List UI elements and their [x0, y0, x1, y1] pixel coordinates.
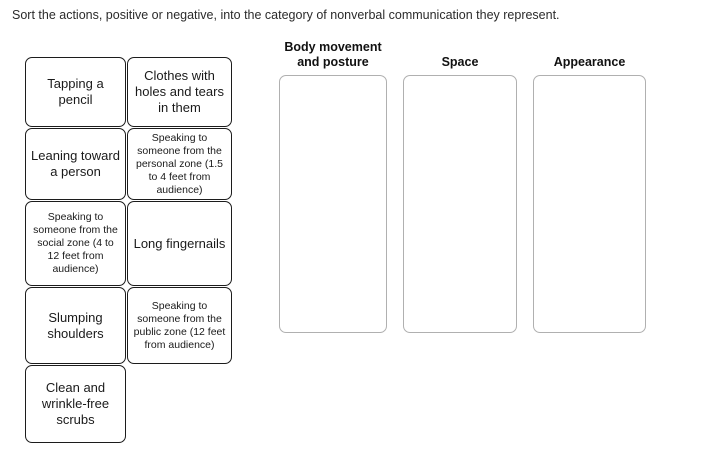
drop-zone-dropbox[interactable]	[403, 75, 517, 333]
draggable-card-label: Clothes with holes and tears in them	[135, 68, 224, 115]
draggable-card[interactable]: Speaking to someone from the social zone…	[25, 201, 126, 286]
draggable-card[interactable]: Long fingernails	[127, 201, 232, 286]
draggable-card[interactable]: Speaking to someone from the public zone…	[127, 287, 232, 364]
instruction-text: Sort the actions, positive or negative, …	[12, 8, 560, 22]
draggable-card[interactable]: Clothes with holes and tears in them	[127, 57, 232, 127]
draggable-card[interactable]: Leaning toward a person	[25, 128, 126, 200]
draggable-column-1: Tapping a pencil Leaning toward a person…	[25, 57, 126, 444]
draggable-card[interactable]: Speaking to someone from the personal zo…	[127, 128, 232, 200]
draggable-card-label: Speaking to someone from the social zone…	[33, 211, 118, 275]
drop-zone-title: Body movement and posture	[284, 40, 382, 69]
draggable-column-2: Clothes with holes and tears in them Spe…	[127, 57, 232, 365]
drop-zone-title: Space	[441, 55, 479, 69]
draggable-card-label: Speaking to someone from the public zone…	[133, 299, 226, 351]
draggable-card[interactable]: Slumping shoulders	[25, 287, 126, 364]
draggable-card-label: Slumping shoulders	[47, 309, 104, 341]
draggable-card-label: Leaning toward a person	[31, 148, 120, 179]
draggable-card[interactable]: Tapping a pencil	[25, 57, 126, 127]
draggable-card-label: Tapping a pencil	[47, 76, 104, 107]
draggable-card-label: Clean and wrinkle-free scrubs	[41, 380, 110, 427]
draggable-card[interactable]: Clean and wrinkle-free scrubs	[25, 365, 126, 443]
draggable-card-label: Speaking to someone from the personal zo…	[136, 131, 223, 196]
draggable-card-label: Long fingernails	[133, 235, 226, 251]
drop-zone-dropbox[interactable]	[279, 75, 387, 333]
drop-zone-title: Appearance	[553, 55, 626, 69]
drop-zone-dropbox[interactable]	[533, 75, 646, 333]
